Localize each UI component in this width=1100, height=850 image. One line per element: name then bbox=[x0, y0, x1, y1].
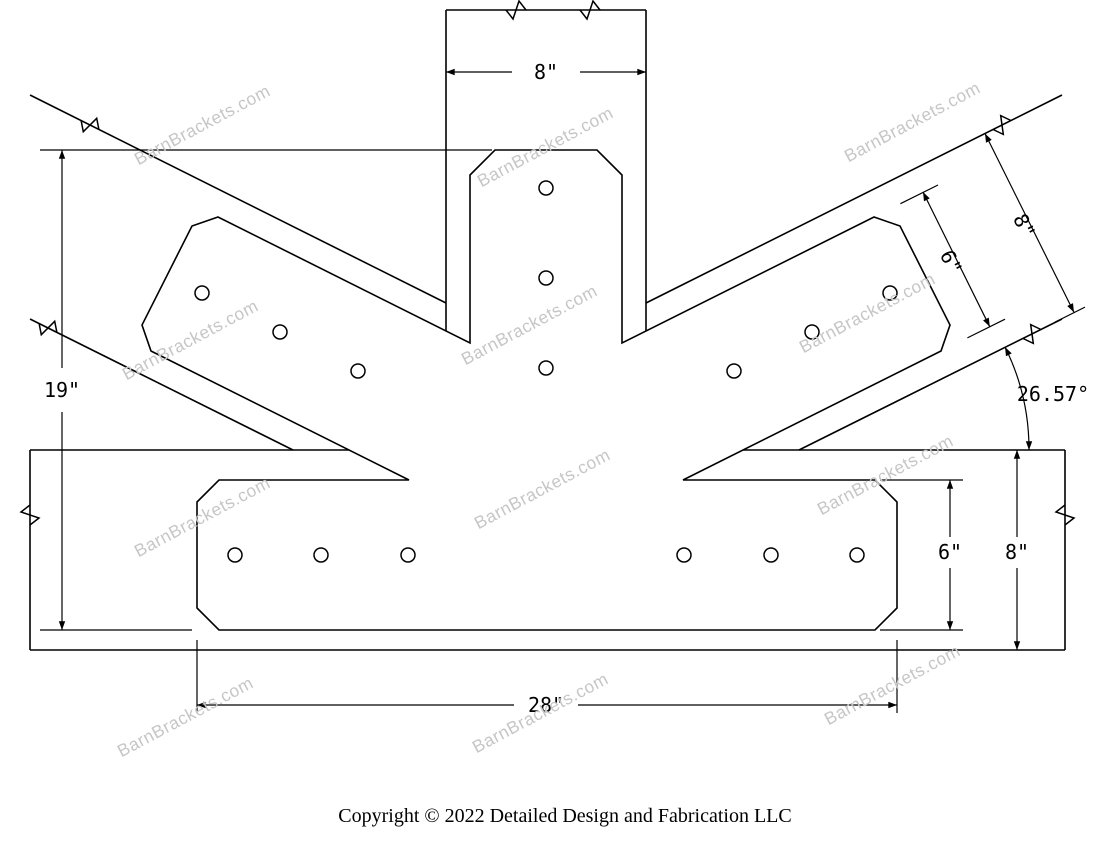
dim-label-chord-height: 8" bbox=[1005, 540, 1029, 564]
bolt-hole bbox=[194, 285, 210, 301]
bolt-hole bbox=[538, 360, 554, 376]
left-brace-upper-edge bbox=[29, 94, 447, 304]
bolt-holes bbox=[194, 180, 898, 563]
angle-arc bbox=[1004, 346, 1033, 451]
bolt-hole bbox=[350, 363, 366, 379]
left-brace-lower-edge bbox=[29, 318, 294, 451]
bolt-hole bbox=[676, 547, 692, 563]
watermark-text: BarnBrackets.com bbox=[841, 77, 984, 166]
dim-label-diag-member-width: 8" bbox=[1008, 210, 1040, 242]
bolt-hole bbox=[227, 547, 243, 563]
extension-line bbox=[900, 184, 939, 205]
bolt-hole bbox=[882, 285, 898, 301]
break-mark bbox=[1022, 323, 1042, 345]
break-mark bbox=[1054, 504, 1076, 526]
watermark-text: BarnBrackets.com bbox=[114, 672, 257, 761]
bolt-hole bbox=[726, 363, 742, 379]
bolt-hole bbox=[538, 180, 554, 196]
bolt-hole bbox=[849, 547, 865, 563]
watermark-text: BarnBrackets.com bbox=[131, 80, 274, 169]
right-brace-upper-edge bbox=[645, 94, 1063, 304]
break-mark bbox=[579, 0, 601, 21]
bolt-hole bbox=[538, 270, 554, 286]
dim-line-diag-plate-width bbox=[922, 191, 991, 328]
timber-outlines bbox=[29, 9, 1066, 651]
break-mark bbox=[505, 0, 527, 21]
dim-label-strip-length: 28" bbox=[528, 693, 564, 717]
copyright-text: Copyright © 2022 Detailed Design and Fab… bbox=[338, 805, 791, 827]
dim-label-post-width: 8" bbox=[534, 60, 558, 84]
right-brace-lower-edge bbox=[798, 318, 1063, 451]
bolt-hole bbox=[400, 547, 416, 563]
break-mark bbox=[19, 504, 41, 526]
bolt-hole bbox=[804, 324, 820, 340]
break-marks bbox=[19, 0, 1076, 526]
dim-label-plate-height: 19" bbox=[44, 378, 80, 402]
extension-line bbox=[967, 318, 1006, 339]
break-mark bbox=[80, 116, 100, 134]
watermark-text: BarnBrackets.com bbox=[469, 668, 612, 757]
dim-label-brace-angle: 26.57° bbox=[1017, 382, 1089, 406]
bolt-hole bbox=[313, 547, 329, 563]
bracket-plate-outline bbox=[141, 149, 951, 631]
dim-label-diag-plate-width: 6" bbox=[935, 246, 967, 278]
dim-line-diag-member-width bbox=[984, 133, 1075, 313]
bolt-hole bbox=[763, 547, 779, 563]
bolt-hole bbox=[272, 324, 288, 340]
break-mark bbox=[992, 114, 1012, 136]
extension-line bbox=[1054, 306, 1086, 323]
break-mark bbox=[38, 319, 58, 337]
dim-label-strip-height: 6" bbox=[938, 540, 962, 564]
watermark-text: BarnBrackets.com bbox=[821, 640, 964, 729]
